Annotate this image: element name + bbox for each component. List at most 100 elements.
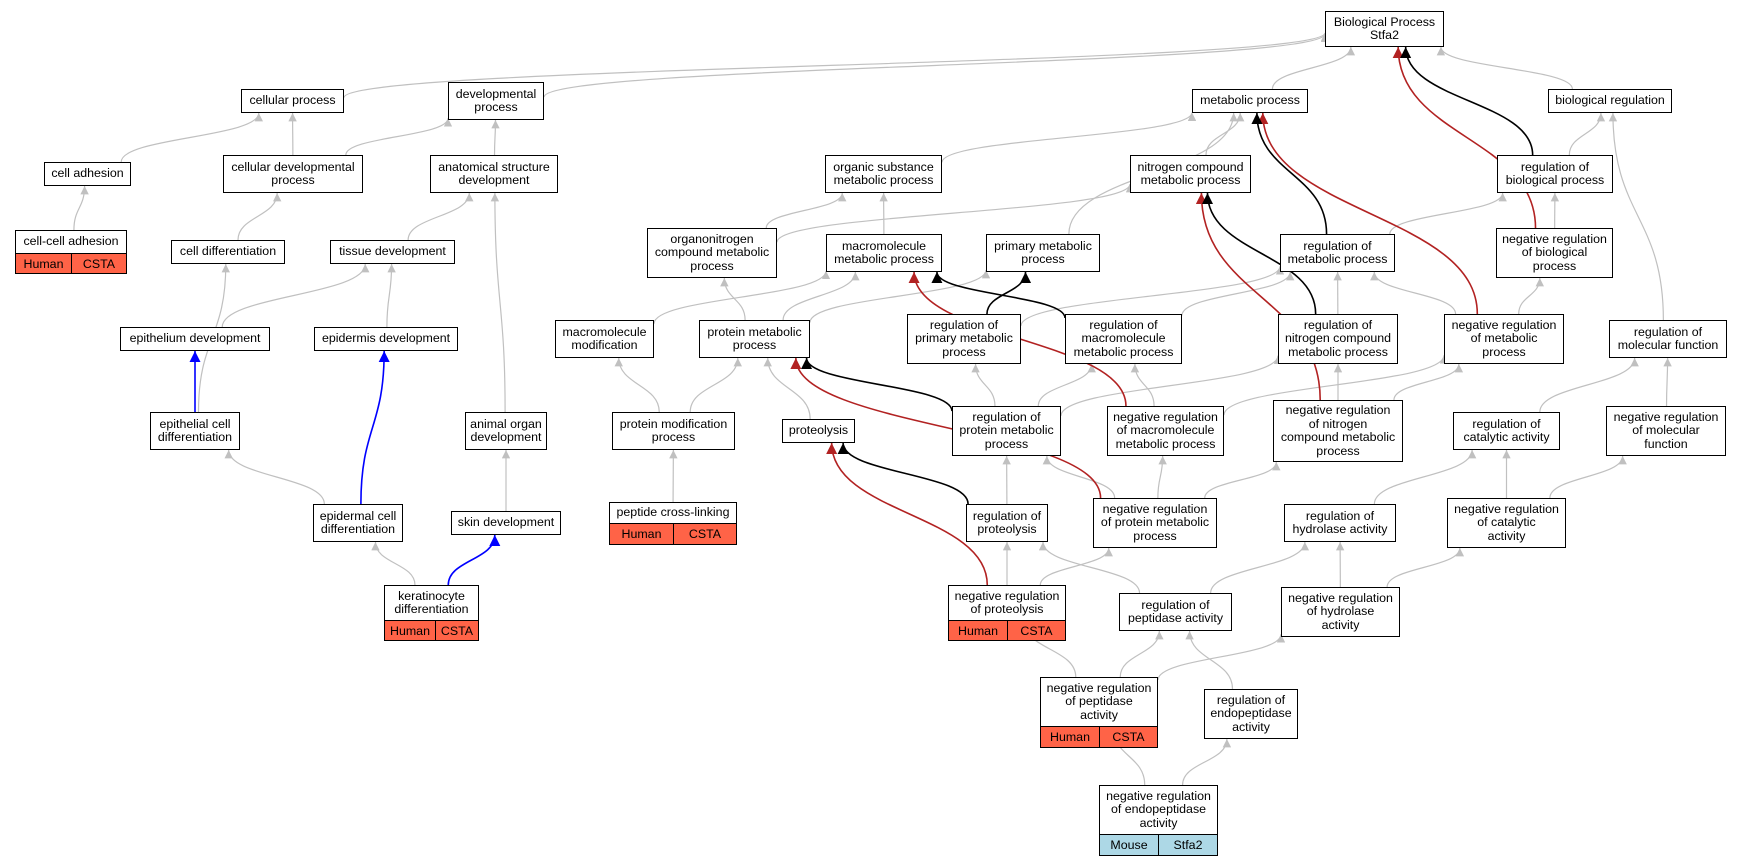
edge-negative_regulation_of_protein_metabolic_process-to-protein_metabolic_process <box>790 357 1102 499</box>
edge-regulation_of_macromolecule_metabolic_process-to-regulation_of_metabolic_process <box>1181 271 1295 316</box>
node-macromolecule_modification[interactable]: macromolecule modification <box>555 320 654 358</box>
edge-regulation_of_peptidase_activity-to-regulation_of_hydrolase_activity <box>1210 541 1310 594</box>
edge-regulation_of_endopeptidase_activity-to-regulation_of_peptidase_activity <box>1185 630 1234 690</box>
node-skin_development[interactable]: skin development <box>451 511 561 535</box>
edge-regulation_of_protein_metabolic_process-to-regulation_of_primary_metabolic_process <box>971 363 996 407</box>
node-negative_regulation_of_macromolecule_metabolic_process[interactable]: negative regulation of macromolecule met… <box>1107 406 1224 456</box>
node-epithelium_development[interactable]: epithelium development <box>120 327 270 351</box>
node-regulation_of_metabolic_process[interactable]: regulation of metabolic process <box>1280 234 1395 272</box>
edge-metabolic_process-to-bp_root <box>1271 46 1356 90</box>
species-tag-negative_regulation_of_endopeptidase_activity: Mouse <box>1099 834 1159 856</box>
node-negative_regulation_of_biological_process[interactable]: negative regulation of biological proces… <box>1496 228 1613 278</box>
edge-proteolysis-to-protein_metabolic_process <box>763 357 811 420</box>
node-regulation_of_primary_metabolic_process[interactable]: regulation of primary metabolic process <box>907 314 1021 364</box>
gene-tag-keratinocyte_differentiation: CSTA <box>435 620 479 641</box>
node-negative_regulation_of_nitrogen_compound_metabolic_process[interactable]: negative regulation of nitrogen compound… <box>1273 400 1403 462</box>
node-proteolysis[interactable]: proteolysis <box>782 419 855 443</box>
node-negative_regulation_of_endopeptidase_activity[interactable]: negative regulation of endopeptidase act… <box>1099 785 1218 835</box>
node-organic_substance_metabolic_process[interactable]: organic substance metabolic process <box>825 155 942 193</box>
node-animal_organ_development[interactable]: animal organ development <box>465 412 547 450</box>
node-macromolecule_metabolic_process[interactable]: macromolecule metabolic process <box>826 234 942 272</box>
node-negative_regulation_of_proteolysis[interactable]: negative regulation of proteolysis <box>948 585 1066 621</box>
node-cellular_process[interactable]: cellular process <box>241 89 344 113</box>
edge-organonitrogen_compound_metabolic_process-to-nitrogen_compound_metabolic_process <box>776 183 1135 243</box>
node-regulation_of_hydrolase_activity[interactable]: regulation of hydrolase activity <box>1284 504 1396 542</box>
edge-regulation_of_hydrolase_activity-to-regulation_of_catalytic_activity <box>1373 449 1477 505</box>
edge-regulation_of_proteolysis-to-proteolysis <box>837 442 969 505</box>
edge-negative_regulation_of_endopeptidase_activity-to-regulation_of_endopeptidase_activity <box>1181 738 1232 786</box>
edge-regulation_of_nitrogen_compound_metabolic_process-to-nitrogen_compound_metabolic_process <box>1201 192 1317 315</box>
node-regulation_of_catalytic_activity[interactable]: regulation of catalytic activity <box>1453 412 1560 450</box>
node-regulation_of_proteolysis[interactable]: regulation of proteolysis <box>966 504 1048 542</box>
node-cell_adhesion[interactable]: cell adhesion <box>44 162 131 186</box>
node-regulation_of_endopeptidase_activity[interactable]: regulation of endopeptidase activity <box>1204 689 1298 739</box>
node-regulation_of_macromolecule_metabolic_process[interactable]: regulation of macromolecule metabolic pr… <box>1065 314 1182 364</box>
node-protein_metabolic_process[interactable]: protein metabolic process <box>699 320 810 358</box>
edge-regulation_of_biological_process-to-biological_regulation <box>1568 112 1606 156</box>
edge-negative_regulation_of_nitrogen_compound_metabolic_process-to-nitrogen_compound_metabolic_process <box>1195 192 1322 401</box>
node-tissue_development[interactable]: tissue development <box>330 240 455 264</box>
node-epithelial_cell_differentiation[interactable]: epithelial cell differentiation <box>150 412 240 450</box>
node-bp_root[interactable]: Biological Process Stfa2 <box>1325 11 1444 47</box>
edge-regulation_of_metabolic_process-to-regulation_of_biological_process <box>1389 192 1507 235</box>
edge-anatomical_structure_development-to-developmental_process <box>491 119 500 156</box>
edge-nitrogen_compound_metabolic_process-to-metabolic_process <box>1205 112 1245 156</box>
node-biological_regulation[interactable]: biological regulation <box>1548 89 1672 113</box>
edge-cell_differentiation-to-cellular_developmental_process <box>237 192 282 241</box>
edge-developmental_process-to-bp_root <box>543 33 1329 98</box>
edge-cell_cell_adhesion-to-cell_adhesion <box>73 185 89 231</box>
node-primary_metabolic_process[interactable]: primary metabolic process <box>986 234 1100 272</box>
edge-organonitrogen_compound_metabolic_process-to-organic_substance_metabolic_process <box>765 192 847 229</box>
node-cell_cell_adhesion[interactable]: cell-cell adhesion <box>15 230 127 254</box>
node-keratinocyte_differentiation[interactable]: keratinocyte differentiation <box>384 585 479 621</box>
node-regulation_of_molecular_function[interactable]: regulation of molecular function <box>1609 320 1727 358</box>
gene-tag-negative_regulation_of_proteolysis: CSTA <box>1007 620 1066 641</box>
node-organonitrogen_compound_metabolic_process[interactable]: organonitrogen compound metabolic proces… <box>647 228 777 278</box>
node-regulation_of_peptidase_activity[interactable]: regulation of peptidase activity <box>1119 593 1232 631</box>
node-peptide_cross_linking[interactable]: peptide cross-linking <box>609 502 737 524</box>
edge-negative_regulation_of_macromolecule_metabolic_process-to-regulation_of_macromolecule_metabolic_process <box>1130 363 1155 407</box>
edge-negative_regulation_of_proteolysis-to-negative_regulation_of_protein_metabolic_process <box>1039 547 1113 586</box>
edge-regulation_of_protein_metabolic_process-to-regulation_of_nitrogen_compound_metabolic_process <box>1060 355 1283 417</box>
edge-negative_regulation_of_hydrolase_activity-to-negative_regulation_of_catalytic_activity <box>1386 547 1465 588</box>
edge-negative_regulation_of_macromolecule_metabolic_process-to-negative_regulation_of_metabolic_process <box>1223 355 1449 416</box>
node-metabolic_process[interactable]: metabolic process <box>1192 89 1308 113</box>
node-regulation_of_protein_metabolic_process[interactable]: regulation of protein metabolic process <box>952 406 1061 456</box>
edge-regulation_of_molecular_function-to-biological_regulation <box>1608 112 1664 321</box>
gene-tag-negative_regulation_of_endopeptidase_activity: Stfa2 <box>1158 834 1218 856</box>
node-developmental_process[interactable]: developmental process <box>448 82 544 120</box>
node-regulation_of_biological_process[interactable]: regulation of biological process <box>1497 155 1613 193</box>
edge-regulation_of_primary_metabolic_process-to-regulation_of_metabolic_process <box>1020 266 1285 327</box>
edge-negative_regulation_of_metabolic_process-to-metabolic_process <box>1257 112 1479 315</box>
edge-negative_regulation_of_biological_process-to-bp_root <box>1392 46 1537 229</box>
species-tag-negative_regulation_of_peptidase_activity: Human <box>1040 726 1100 748</box>
node-protein_modification_process[interactable]: protein modification process <box>612 412 735 450</box>
edge-negative_regulation_of_protein_metabolic_process-to-negative_regulation_of_macromolecule_metabolic_process <box>1157 455 1167 499</box>
edge-negative_regulation_of_metabolic_process-to-negative_regulation_of_biological_process <box>1518 277 1545 315</box>
node-nitrogen_compound_metabolic_process[interactable]: nitrogen compound metabolic process <box>1130 155 1251 193</box>
node-negative_regulation_of_metabolic_process[interactable]: negative regulation of metabolic process <box>1444 314 1564 364</box>
node-cellular_developmental_process[interactable]: cellular developmental process <box>223 155 363 193</box>
node-negative_regulation_of_molecular_function[interactable]: negative regulation of molecular functio… <box>1606 406 1726 456</box>
node-cell_differentiation[interactable]: cell differentiation <box>171 240 285 264</box>
edge-regulation_of_primary_metabolic_process-to-primary_metabolic_process <box>986 271 1032 315</box>
edge-protein_modification_process-to-protein_metabolic_process <box>689 357 742 413</box>
edge-negative_regulation_of_proteolysis-to-proteolysis <box>826 442 989 586</box>
species-tag-negative_regulation_of_proteolysis: Human <box>948 620 1008 641</box>
node-negative_regulation_of_protein_metabolic_process[interactable]: negative regulation of protein metabolic… <box>1093 498 1217 548</box>
edge-protein_modification_process-to-macromolecule_modification <box>614 357 660 413</box>
node-negative_regulation_of_catalytic_activity[interactable]: negative regulation of catalytic activit… <box>1447 498 1566 548</box>
node-regulation_of_nitrogen_compound_metabolic_process[interactable]: regulation of nitrogen compound metaboli… <box>1278 314 1398 364</box>
node-negative_regulation_of_peptidase_activity[interactable]: negative regulation of peptidase activit… <box>1040 677 1158 727</box>
edge-negative_regulation_of_molecular_function-to-regulation_of_molecular_function <box>1663 357 1672 407</box>
node-epidermis_development[interactable]: epidermis development <box>314 327 458 351</box>
edge-negative_regulation_of_protein_metabolic_process-to-regulation_of_protein_metabolic_process <box>1042 455 1116 499</box>
edge-regulation_of_macromolecule_metabolic_process-to-macromolecule_metabolic_process <box>931 271 1066 319</box>
edge-negative_regulation_of_nitrogen_compound_metabolic_process-to-negative_regulation_of_metabolic_process <box>1393 363 1464 401</box>
edge-epidermal_cell_differentiation-to-epithelial_cell_differentiation <box>224 449 325 505</box>
node-anatomical_structure_development[interactable]: anatomical structure development <box>430 155 558 193</box>
node-negative_regulation_of_hydrolase_activity[interactable]: negative regulation of hydrolase activit… <box>1281 587 1400 637</box>
node-epidermal_cell_differentiation[interactable]: epidermal cell differentiation <box>313 504 403 542</box>
edge-regulation_of_metabolic_process-to-metabolic_process <box>1251 112 1328 235</box>
